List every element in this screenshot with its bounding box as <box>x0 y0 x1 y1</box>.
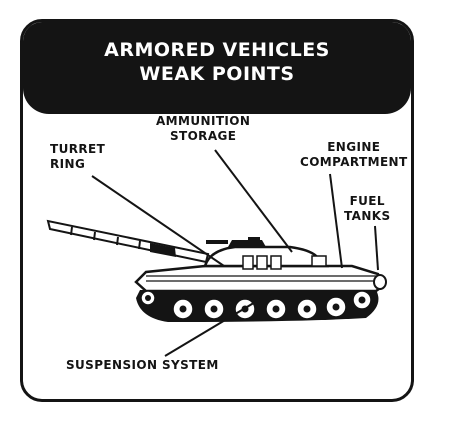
turret-ring-label: TURRET RING <box>50 142 105 172</box>
fuel-tanks-label: FUEL TANKS <box>344 194 391 224</box>
engine-compartment-label-line-1: ENGINE <box>327 140 381 154</box>
fuel-tanks-leader <box>374 225 379 271</box>
rear-fuel-tank <box>373 274 387 290</box>
ammunition-storage-label-line-1: AMMUNITION <box>156 114 251 128</box>
tank-turret <box>203 237 330 270</box>
suspension-system-label: SUSPENSION SYSTEM <box>66 358 219 372</box>
ammunition-storage-label-line-2: STORAGE <box>169 129 237 143</box>
track-assembly <box>136 290 379 322</box>
engine-compartment-label: ENGINE COMPARTMENT <box>300 140 408 170</box>
suspension-leader <box>164 297 263 357</box>
turret-ring-label-line-1: TURRET <box>50 142 106 156</box>
title-banner: ARMORED VEHICLES WEAK POINTS <box>23 22 411 114</box>
ammunition-storage-label: AMMUNITION STORAGE <box>156 114 250 144</box>
fuel-tanks-label-line-1: FUEL <box>349 194 385 208</box>
title-line-1: ARMORED VEHICLES <box>104 39 330 61</box>
turret-ring-leader <box>91 175 225 267</box>
leader-lines <box>91 149 379 357</box>
engine-leader <box>329 173 343 269</box>
engine-compartment-label-line-2: COMPARTMENT <box>300 155 408 169</box>
gun-barrel <box>46 219 210 264</box>
fuel-tanks-label-line-2: TANKS <box>344 209 391 223</box>
ammo-storage-leader <box>214 149 293 253</box>
turret-ring-label-line-2: RING <box>50 157 86 171</box>
title-line-2: WEAK POINTS <box>139 63 295 85</box>
weak-points-card: ARMORED VEHICLES WEAK POINTS <box>20 19 414 402</box>
